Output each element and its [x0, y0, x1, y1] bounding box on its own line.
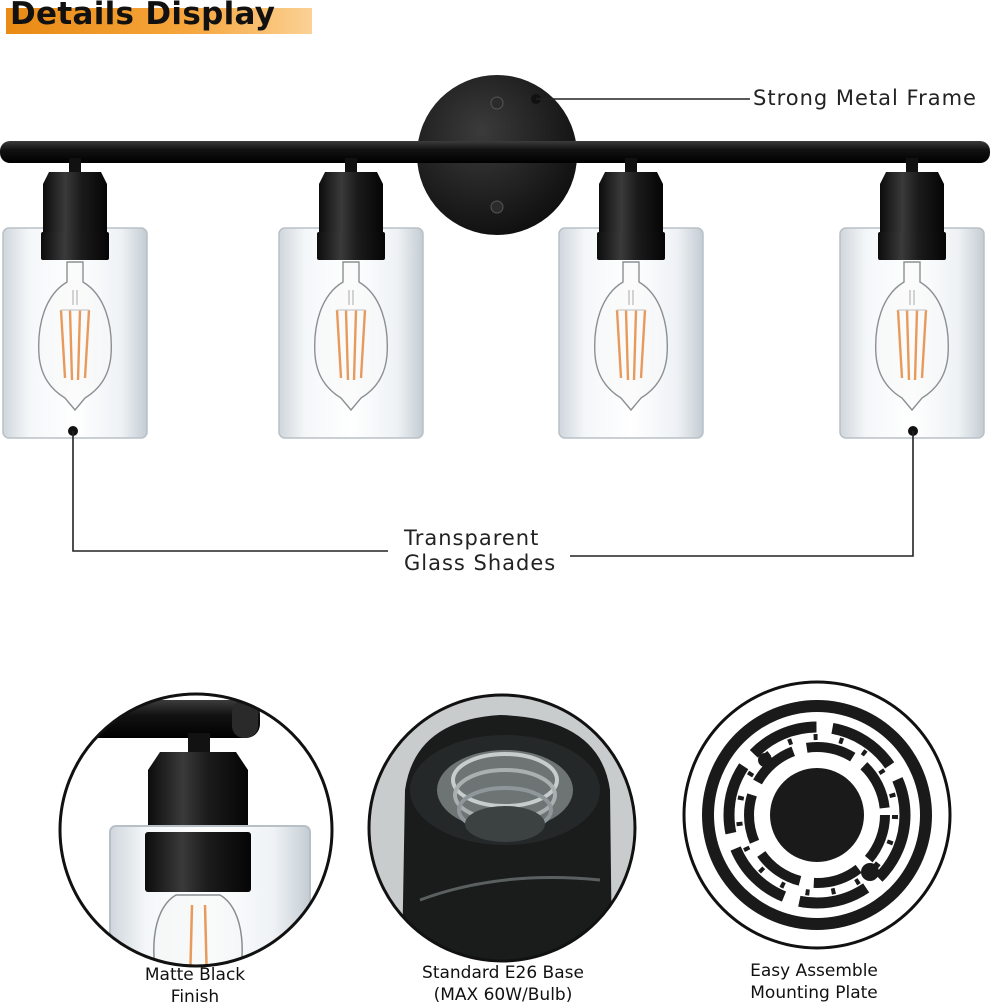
light-fixture: [838, 156, 986, 440]
detail-matte-finish: [58, 692, 334, 968]
metal-frame-bar: [0, 141, 990, 163]
light-fixture: [557, 156, 705, 440]
feature-caption-base: Standard E26 Base (MAX 60W/Bulb): [422, 963, 584, 1005]
shades-callout-label-line2: Glass Shades: [404, 551, 557, 575]
heading-highlight-bar: [6, 8, 312, 34]
shades-callout-line-left: [72, 431, 388, 552]
feature-caption-finish: Matte Black Finish: [144, 965, 246, 1007]
light-fixture: [1, 156, 149, 440]
feature-caption-plate: Easy Assemble Mounting Plate: [750, 961, 878, 1003]
frame-callout-label: Strong Metal Frame: [753, 86, 977, 110]
detail-mounting-plate: [682, 680, 952, 950]
shades-callout-label-line1: Transparent: [404, 526, 540, 550]
shades-callout-line-right: [570, 431, 914, 557]
light-fixture: [277, 156, 425, 440]
section-heading: Details Display: [6, 0, 312, 34]
detail-e26-base: [367, 693, 637, 963]
page-title: Details Display: [10, 0, 276, 32]
